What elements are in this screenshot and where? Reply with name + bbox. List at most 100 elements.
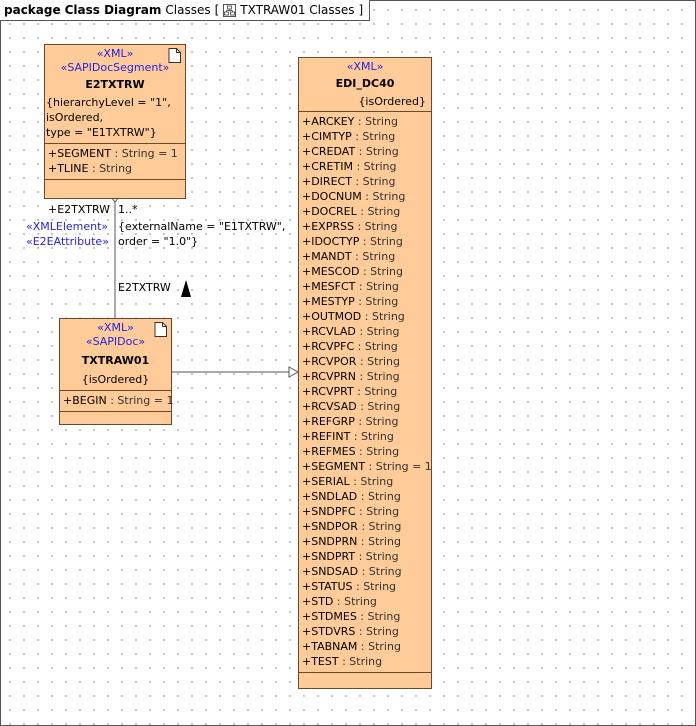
attribute-compartment: +BEGIN : String = 1 <box>60 390 173 411</box>
operation-compartment <box>45 179 185 190</box>
stereotype-sapidocsegment: «SAPIDocSegment» <box>60 61 170 74</box>
class-txtraw01[interactable]: «XML» «SAPIDoc» TXTRAW01 {isOrdered} +BE… <box>59 318 173 425</box>
attribute-row[interactable]: +SNDPFC : String <box>302 504 431 519</box>
attribute-row[interactable]: +STDMES : String <box>302 609 431 624</box>
stereotype-xml: «XML» <box>346 60 384 73</box>
attribute-row[interactable]: +RCVLAD : String <box>302 324 431 339</box>
stereotype-sapidoc: «SAPIDoc» <box>85 335 146 348</box>
attribute-name: +TEST <box>302 655 339 668</box>
attribute-row[interactable]: +REFGRP : String <box>302 414 431 429</box>
attribute-name: +IDOCTYP <box>302 235 360 248</box>
attribute-type: : String <box>338 655 383 668</box>
attribute-row[interactable]: +STD : String <box>302 594 431 609</box>
attribute-type: : String <box>354 115 398 128</box>
diagram-reference-icon[interactable] <box>223 3 237 17</box>
attribute-type: : String <box>355 280 399 293</box>
attribute-row[interactable]: +IDOCTYP : String <box>302 234 431 249</box>
generalization-arrowhead <box>288 366 300 378</box>
attribute-row[interactable]: +DOCNUM : String <box>302 189 431 204</box>
attribute-row[interactable]: +MANDT : String <box>302 249 431 264</box>
attribute-name: +RCVPFC <box>302 340 355 353</box>
attribute-row[interactable]: +RCVPRN : String <box>302 369 431 384</box>
attribute-row[interactable]: +MESTYP : String <box>302 294 431 309</box>
frame-kind: package <box>4 3 61 17</box>
attribute-row[interactable]: +RCVPFC : String <box>302 339 431 354</box>
attribute-row[interactable]: +SNDLAD : String <box>302 489 431 504</box>
attribute-row[interactable]: +EXPRSS : String <box>302 219 431 234</box>
attribute-row[interactable]: +RCVPOR : String <box>302 354 431 369</box>
attribute-row[interactable]: +ARCKEY : String <box>302 114 431 129</box>
attribute-row[interactable]: +TABNAM : String <box>302 639 431 654</box>
attribute-type: : String <box>355 625 399 638</box>
attribute-type: : String <box>88 162 133 175</box>
attribute-name: +STATUS <box>302 580 353 593</box>
attribute-type: : String <box>356 610 401 623</box>
role-stereotype-xmlelement: «XMLElement» <box>26 220 109 233</box>
attribute-row[interactable]: +STATUS : String <box>302 579 431 594</box>
attribute-row[interactable]: +REFINT : String <box>302 429 431 444</box>
class-name: EDI_DC40 <box>335 77 395 90</box>
attribute-name: +SNDLAD <box>302 490 358 503</box>
attribute-row[interactable]: +SNDPRN : String <box>302 534 431 549</box>
attribute-row[interactable]: +SERIAL : String <box>302 474 431 489</box>
attribute-name: +STD <box>302 595 334 608</box>
attribute-row[interactable]: +RCVSAD : String <box>302 399 431 414</box>
attribute-name: +MESTYP <box>302 295 355 308</box>
frame-bracket-close: ] <box>358 3 364 17</box>
attribute-row[interactable]: +STDVRS : String <box>302 624 431 639</box>
attribute-name: +CRETIM <box>302 160 353 173</box>
attribute-row[interactable]: +REFMES : String <box>302 444 431 459</box>
attribute-type: : String <box>358 565 402 578</box>
attribute-type: : String <box>354 415 399 428</box>
class-e2txtrw[interactable]: «XML» «SAPIDocSegment» E2TXTRW {hierarch… <box>44 44 186 199</box>
attribute-row[interactable]: +SNDSAD : String <box>302 564 431 579</box>
attribute-row[interactable]: +CRETIM : String <box>302 159 431 174</box>
attribute-row[interactable]: +CREDAT : String <box>302 144 431 159</box>
attribute-name: +SNDPOR <box>302 520 358 533</box>
attribute-row[interactable]: +RCVPRT : String <box>302 384 431 399</box>
attribute-row[interactable]: +BEGIN : String = 1 <box>63 393 173 408</box>
attribute-row[interactable]: +CIMTYP : String <box>302 129 431 144</box>
attribute-row[interactable]: +DIRECT : String <box>302 174 431 189</box>
attribute-type: : String <box>357 490 401 503</box>
class-edi-dc40[interactable]: «XML» EDI_DC40 {isOrdered} +ARCKEY : Str… <box>298 57 432 689</box>
class-constraint: {isOrdered} <box>358 95 426 108</box>
attribute-row[interactable]: +TEST : String <box>302 654 431 669</box>
attribute-type: : String <box>357 535 401 548</box>
attribute-name: +SNDPRT <box>302 550 356 563</box>
attribute-type: : String <box>352 580 397 593</box>
attribute-type: : String <box>352 160 397 173</box>
attribute-name: +RCVLAD <box>302 325 356 338</box>
attribute-type: : String <box>355 505 400 518</box>
class-header: «XML» «SAPIDoc» TXTRAW01 {isOrdered} <box>60 319 171 387</box>
attribute-row[interactable]: +SEGMENT : String = 1 <box>302 459 432 474</box>
attribute-type: : String <box>359 265 403 278</box>
attribute-name: +CIMTYP <box>302 130 352 143</box>
attribute-row[interactable]: +SNDPRT : String <box>302 549 431 564</box>
attribute-type: : String <box>355 145 399 158</box>
attribute-type: : String <box>361 190 406 203</box>
attribute-type: : String = 1 <box>365 460 432 473</box>
frame-path-prefix: Classes <box>165 3 211 17</box>
attribute-name: +SERIAL <box>302 475 350 488</box>
attribute-row[interactable]: +OUTMOD : String <box>302 309 431 324</box>
attribute-type: : String <box>350 430 394 443</box>
attribute-type: : String <box>349 475 394 488</box>
attribute-row[interactable]: +MESFCT : String <box>302 279 431 294</box>
stereotype-xml: «XML» <box>97 321 134 334</box>
attribute-name: +SNDPRN <box>302 535 358 548</box>
attribute-row[interactable]: +MESCOD : String <box>302 264 431 279</box>
attribute-row[interactable]: +SEGMENT : String = 1 <box>48 146 185 161</box>
attribute-type: : String <box>356 205 401 218</box>
attribute-name: +ARCKEY <box>302 115 355 128</box>
frame-diagram-name[interactable]: TXTRAW01 Classes <box>240 3 355 17</box>
attribute-name: +MANDT <box>302 250 352 263</box>
attribute-row[interactable]: +TLINE : String <box>48 161 185 176</box>
attribute-row[interactable]: +DOCREL : String <box>302 204 431 219</box>
attribute-type: : String <box>357 520 402 533</box>
attribute-type: : String <box>356 355 400 368</box>
attribute-name: +OUTMOD <box>302 310 362 323</box>
attribute-type: : String <box>333 595 377 608</box>
tagged-value-line: isOrdered, <box>46 111 104 124</box>
attribute-row[interactable]: +SNDPOR : String <box>302 519 431 534</box>
